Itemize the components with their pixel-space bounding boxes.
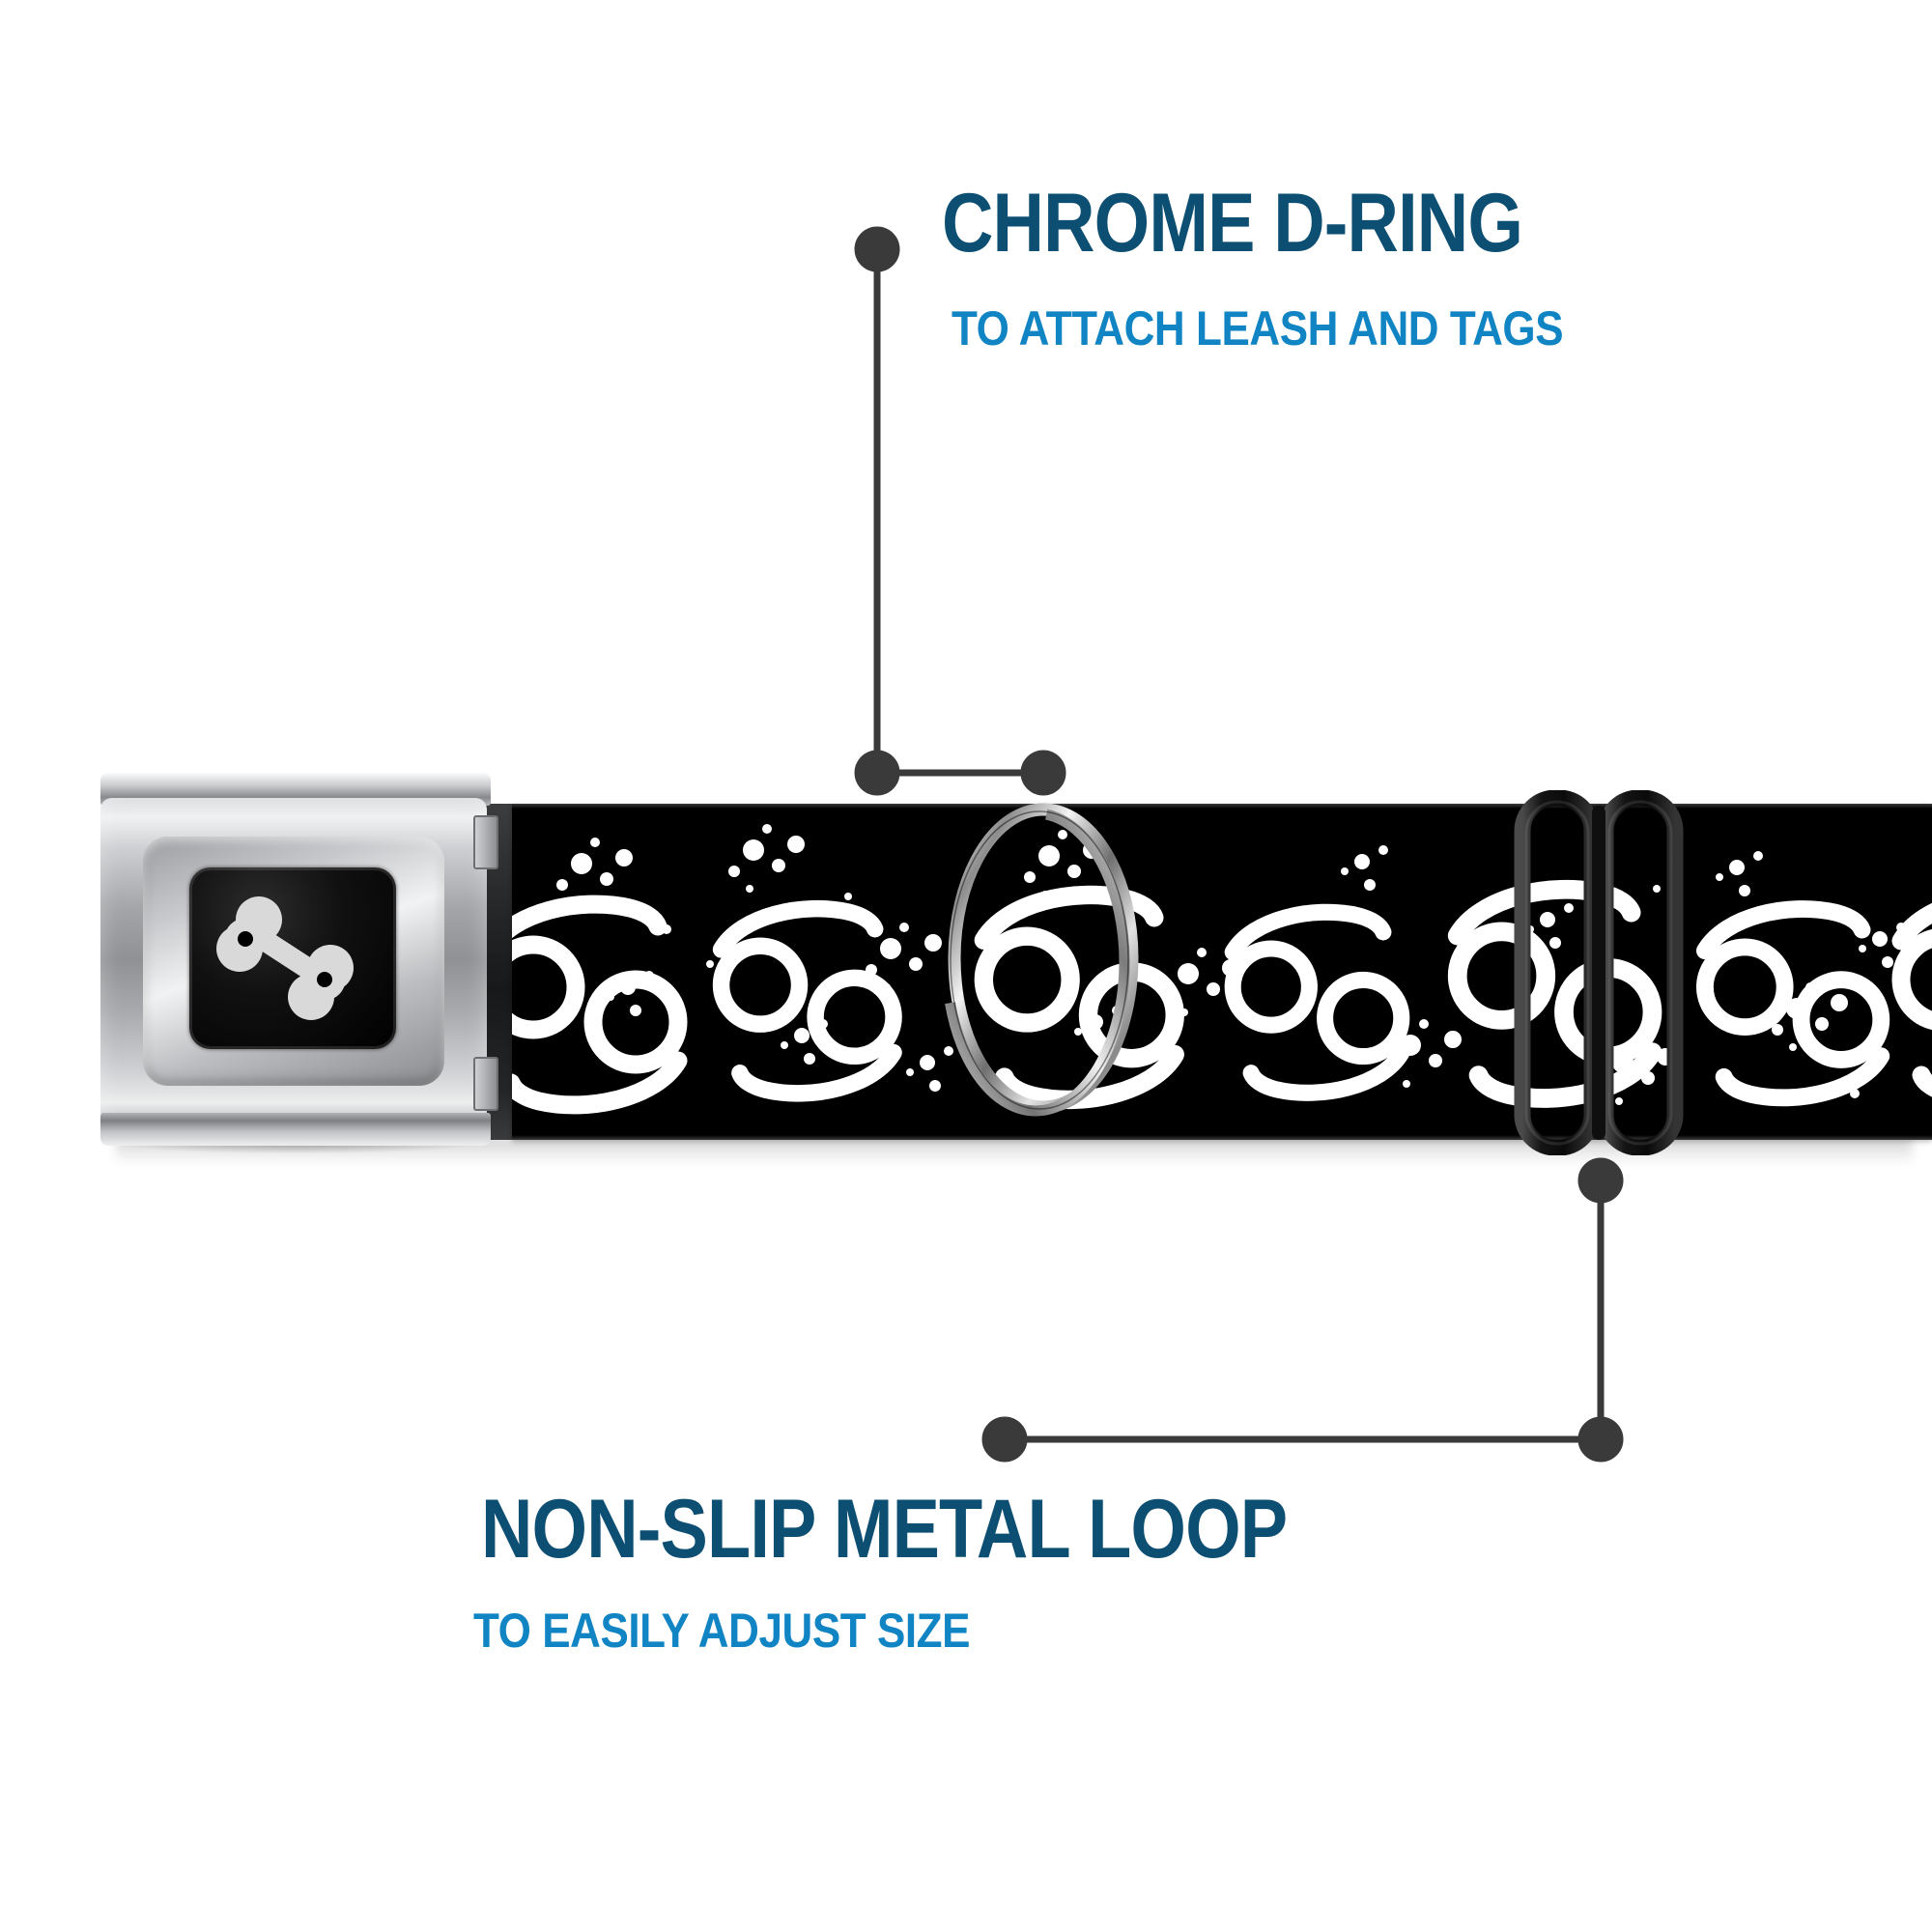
collar-strap xyxy=(512,804,1932,1140)
chrome-d-ring-title: CHROME D-RING xyxy=(942,177,1523,270)
non-slip-metal-loop xyxy=(1513,789,1692,1156)
strap-pattern-cancer-zodiac xyxy=(512,824,1932,1140)
buckle-bottom-lip xyxy=(100,1113,491,1146)
dog-bone-icon xyxy=(216,896,354,1020)
non-slip-metal-loop-subtitle: TO EASILY ADJUST SIZE xyxy=(473,1604,971,1658)
seatbelt-buckle xyxy=(100,773,506,1146)
buckle-black-faceplate xyxy=(189,867,396,1049)
strap-bottom-edge xyxy=(512,1135,1932,1140)
buckle-latch-tab-top xyxy=(473,815,498,869)
buckle-latch-tab-bottom xyxy=(473,1057,498,1111)
chrome-d-ring xyxy=(935,773,1148,1150)
non-slip-metal-loop-title: NON-SLIP METAL LOOP xyxy=(481,1483,1288,1576)
strap-top-edge xyxy=(512,804,1932,809)
chrome-d-ring-subtitle: TO ATTACH LEASH AND TAGS xyxy=(952,301,1564,355)
